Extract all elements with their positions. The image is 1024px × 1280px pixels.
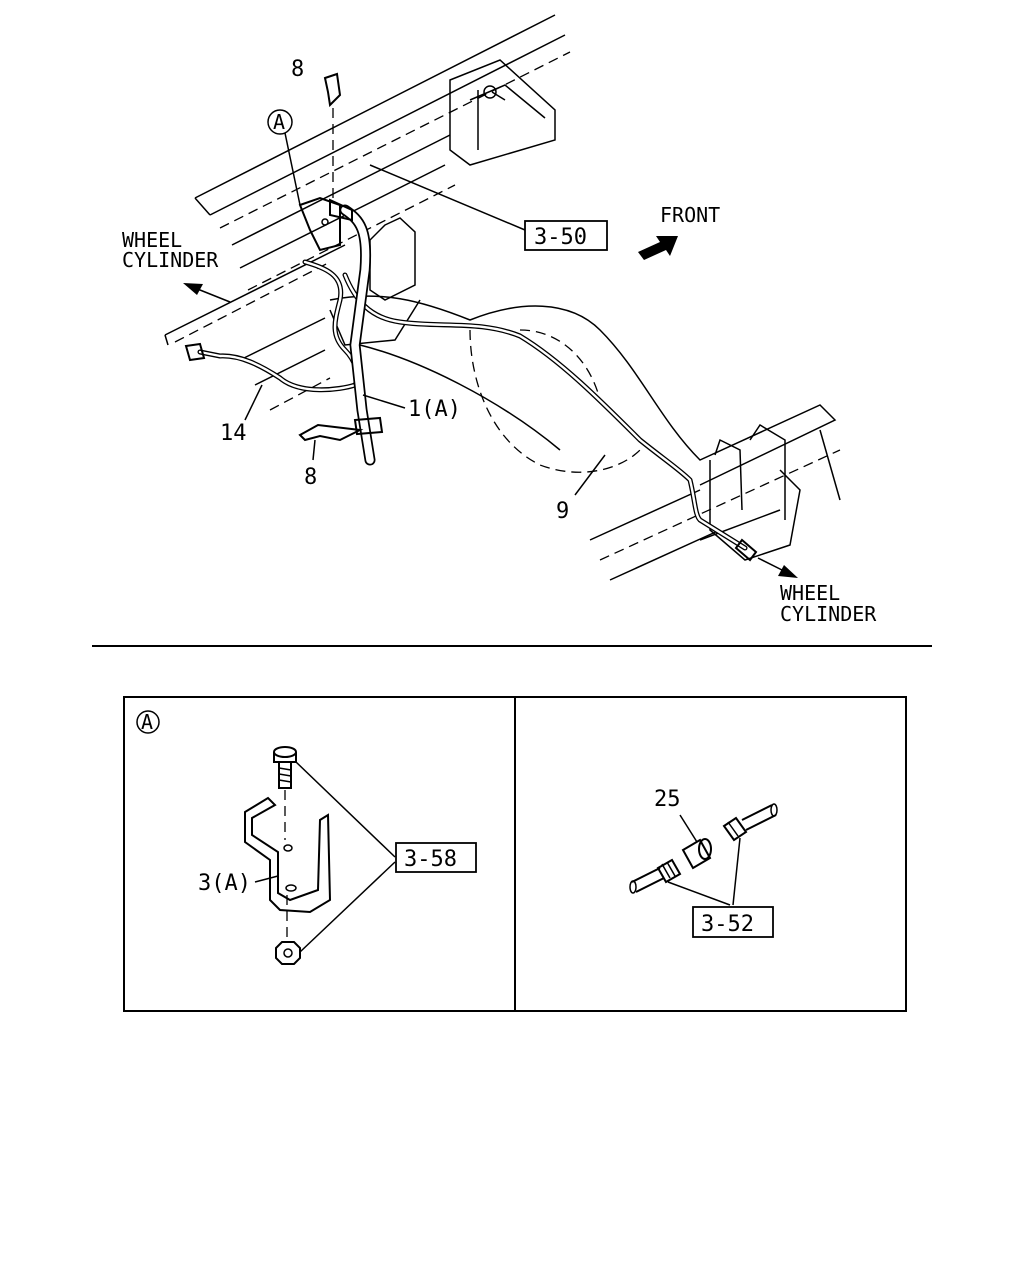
wheel-cylinder-left-line1: WHEEL xyxy=(122,228,182,252)
clip-8-top xyxy=(323,72,342,200)
clip-8-bottom xyxy=(298,416,384,442)
bracket-3a-icon xyxy=(244,796,332,940)
part-8-top-label: 8 xyxy=(291,57,304,82)
part-3a-label: 3(A) xyxy=(198,871,251,896)
part-25-label: 25 xyxy=(654,787,681,812)
front-arrow-icon xyxy=(638,236,678,260)
flexible-hose-1a xyxy=(339,204,376,466)
ref-3-50-box xyxy=(524,220,608,251)
ref-3-52-label: 3-52 xyxy=(701,912,754,937)
hose-bracket xyxy=(298,196,353,252)
part-1a-label: 1(A) xyxy=(408,397,461,422)
detail-a-ref-label: A xyxy=(141,710,153,734)
bolt-icon xyxy=(273,746,297,840)
wheel-cylinder-arrows xyxy=(183,283,798,578)
detail-b: 25 3-52 xyxy=(629,787,778,938)
detail-a: A 3(A) 3-58 xyxy=(136,710,477,965)
detail-a-ref-circle xyxy=(136,710,160,734)
ref-3-58-box xyxy=(395,842,477,873)
union-25-icon xyxy=(681,838,712,870)
arrow-right-icon xyxy=(778,565,798,578)
ref-3-52-box xyxy=(692,906,774,938)
ref-a-label: A xyxy=(273,110,285,134)
ref-a-circle xyxy=(267,109,293,135)
wheel-cylinder-right-line1: WHEEL xyxy=(780,581,840,605)
ref-3-50-label: 3-50 xyxy=(534,225,587,250)
front-label: FRONT xyxy=(660,203,720,227)
part-9-label: 9 xyxy=(556,499,569,524)
arrow-left-icon xyxy=(183,283,203,295)
frame-rail xyxy=(164,14,841,581)
ref-3-58-label: 3-58 xyxy=(404,847,457,872)
part-8-bottom-label: 8 xyxy=(304,465,317,490)
flare-nut-left-icon xyxy=(656,858,682,884)
flare-nut-right-icon xyxy=(722,816,748,842)
brake-pipe-9 xyxy=(342,272,758,562)
wheel-cylinder-right-line2: CYLINDER xyxy=(780,602,877,626)
wheel-cylinder-left-line2: CYLINDER xyxy=(122,248,219,272)
part-14-label: 14 xyxy=(220,421,247,446)
nut-icon xyxy=(275,941,301,965)
leader-lines xyxy=(244,132,606,496)
